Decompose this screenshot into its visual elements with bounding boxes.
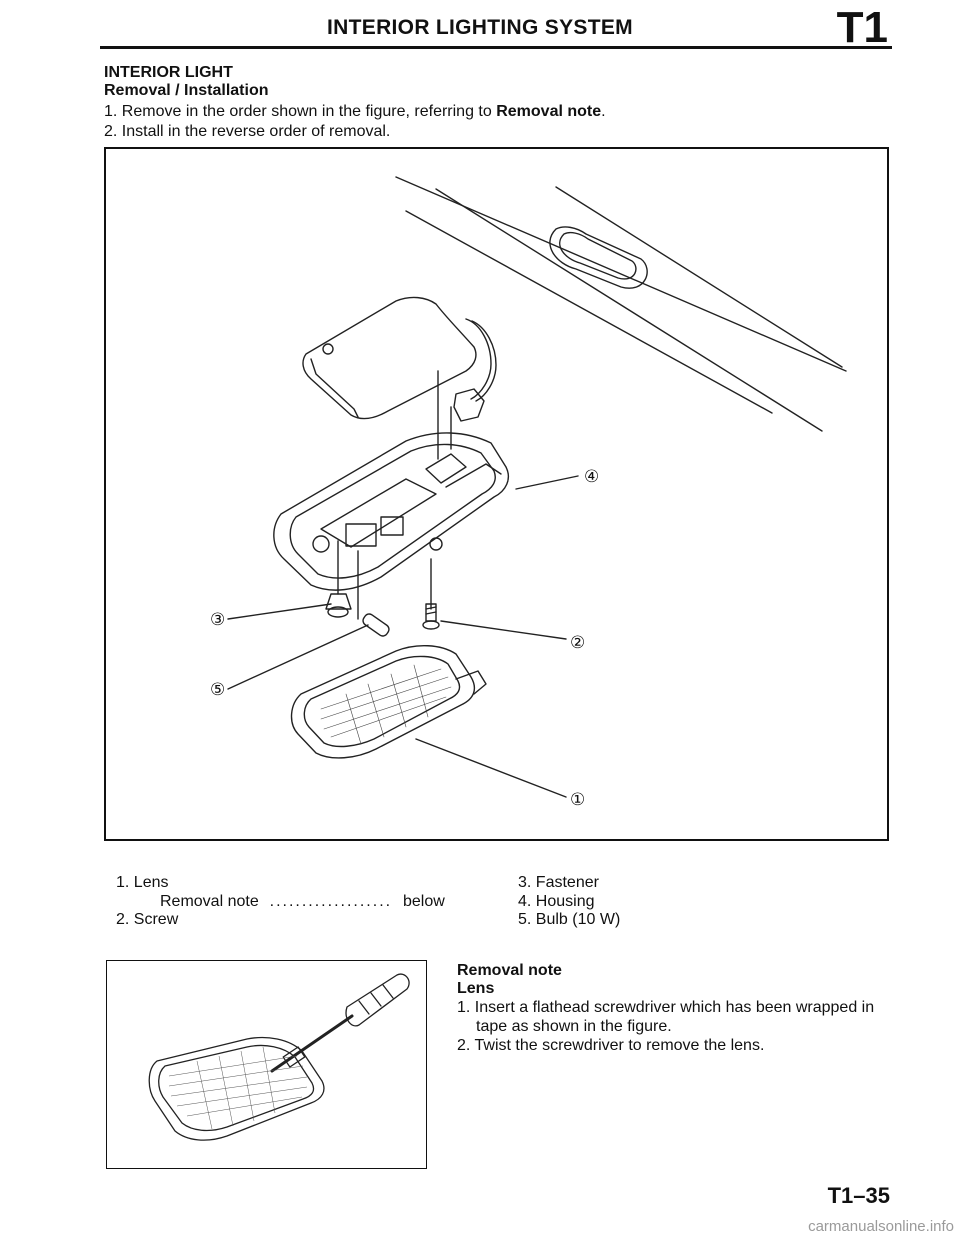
legend-name: Lens <box>133 874 169 891</box>
legend-number: 3. <box>518 874 532 891</box>
removal-note-subtitle: Lens <box>457 980 495 997</box>
screwdriver-removal-diagram <box>148 973 410 1141</box>
step-end: . <box>601 103 606 120</box>
step-text: Insert a flathead screwdriver which has … <box>474 999 875 1016</box>
step-text: Twist the screwdriver to remove the lens… <box>474 1037 765 1054</box>
lens <box>290 644 487 759</box>
roof-opening <box>549 226 648 289</box>
lens-grid <box>168 1046 308 1130</box>
step-number: 2. <box>457 1037 471 1054</box>
roof-line <box>405 210 773 414</box>
legend-item-5: 5. Bulb (10 W) <box>518 911 620 929</box>
callout-2: ② <box>570 633 585 653</box>
lens <box>148 1036 325 1141</box>
legend-removal-note: Removal note ................... below <box>160 893 445 911</box>
removal-figure <box>106 960 427 1169</box>
instruction-step-1: 1. Remove in the order shown in the figu… <box>104 103 606 121</box>
legend-name: Screw <box>133 911 179 928</box>
interior-light-diagram: ④ ② ③ ⑤ ① <box>210 176 847 810</box>
section-title: INTERIOR LIGHT <box>104 64 233 81</box>
legend-name: Bulb (10 W) <box>535 911 621 928</box>
removal-step-1-cont: tape as shown in the figure. <box>476 1018 672 1036</box>
dot-leader: ................... <box>263 893 399 910</box>
wiring-harness <box>465 318 492 400</box>
page-number: T1–35 <box>827 1183 890 1208</box>
page-header-title: INTERIOR LIGHTING SYSTEM <box>327 16 633 39</box>
legend-number: 5. <box>518 911 532 928</box>
legend-item-2: 2. Screw <box>116 911 178 929</box>
roof-line <box>555 186 843 368</box>
legend-number: 1. <box>116 874 130 891</box>
legend-item-1: 1. Lens <box>116 874 169 892</box>
step-number: 1. <box>104 103 118 120</box>
callout-1: ① <box>570 790 585 810</box>
step-bold-ref: Removal note <box>496 103 602 120</box>
fastener <box>325 593 352 618</box>
callout-5: ⑤ <box>210 680 225 700</box>
roof-line <box>435 188 823 432</box>
instruction-step-2: 2. Install in the reverse order of remov… <box>104 123 390 141</box>
legend-name: Fastener <box>535 874 599 891</box>
legend-number: 4. <box>518 893 532 910</box>
legend-note-ref: below <box>402 893 445 910</box>
roof-line <box>395 176 847 372</box>
callout-3: ③ <box>210 610 225 630</box>
header-rule <box>100 46 892 49</box>
callout-4: ④ <box>584 467 599 487</box>
legend-note-label: Removal note <box>160 893 259 910</box>
removal-step-2: 2. Twist the screwdriver to remove the l… <box>457 1037 764 1055</box>
exploded-view-figure: ④ ② ③ ⑤ ① <box>104 147 889 841</box>
mounting-plate <box>302 296 477 420</box>
legend-item-3: 3. Fastener <box>518 874 599 892</box>
screwdriver <box>270 973 410 1073</box>
bulb <box>362 613 390 637</box>
legend-name: Housing <box>535 893 595 910</box>
lens-grid <box>320 664 452 745</box>
removal-note-title: Removal note <box>457 962 562 979</box>
legend-item-4: 4. Housing <box>518 893 595 911</box>
step-text: tape as shown in the figure. <box>476 1018 672 1035</box>
removal-step-1: 1. Insert a flathead screwdriver which h… <box>457 999 874 1017</box>
housing <box>273 432 510 591</box>
watermark: carmanualsonline.info <box>808 1218 954 1235</box>
section-code: T1 <box>836 3 888 52</box>
connector <box>453 388 485 422</box>
section-subtitle: Removal / Installation <box>104 82 269 99</box>
step-text: Install in the reverse order of removal. <box>121 123 391 140</box>
step-number: 1. <box>457 999 471 1016</box>
legend-number: 2. <box>116 911 130 928</box>
step-text: Remove in the order shown in the figure,… <box>121 103 497 120</box>
screw <box>422 603 440 630</box>
step-number: 2. <box>104 123 118 140</box>
